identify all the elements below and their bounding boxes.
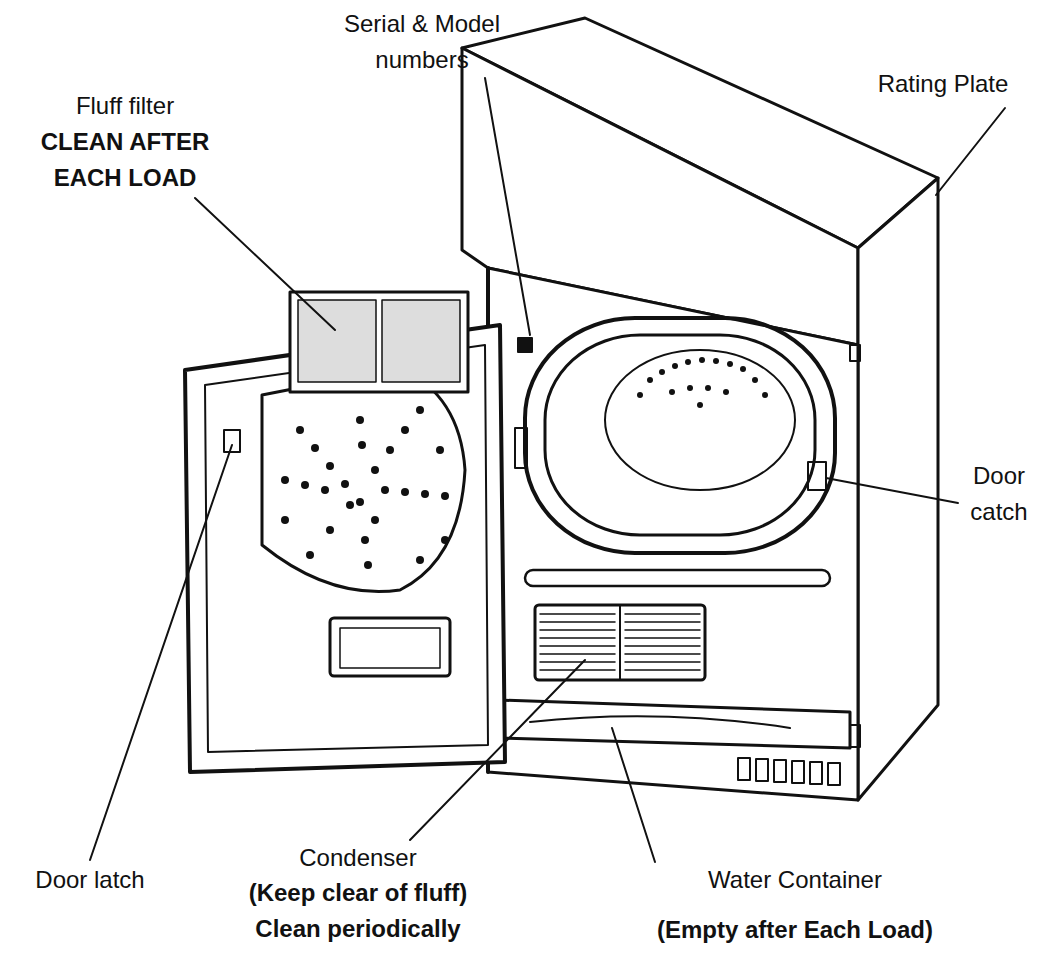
part-label: Door latch [5, 862, 175, 898]
part-label: Serial & Model numbers [312, 6, 532, 78]
part-label: Water Container [595, 862, 995, 898]
part-label: Rating Plate [848, 66, 1038, 102]
part-label: (Keep clear of fluff) Clean periodically [225, 875, 491, 947]
part-label: Fluff filter [15, 88, 235, 124]
part-label: Door catch [955, 458, 1043, 530]
part-label: Condenser [208, 840, 508, 876]
part-label: CLEAN AFTER EACH LOAD [5, 124, 245, 196]
part-label: (Empty after Each Load) [560, 912, 1030, 948]
